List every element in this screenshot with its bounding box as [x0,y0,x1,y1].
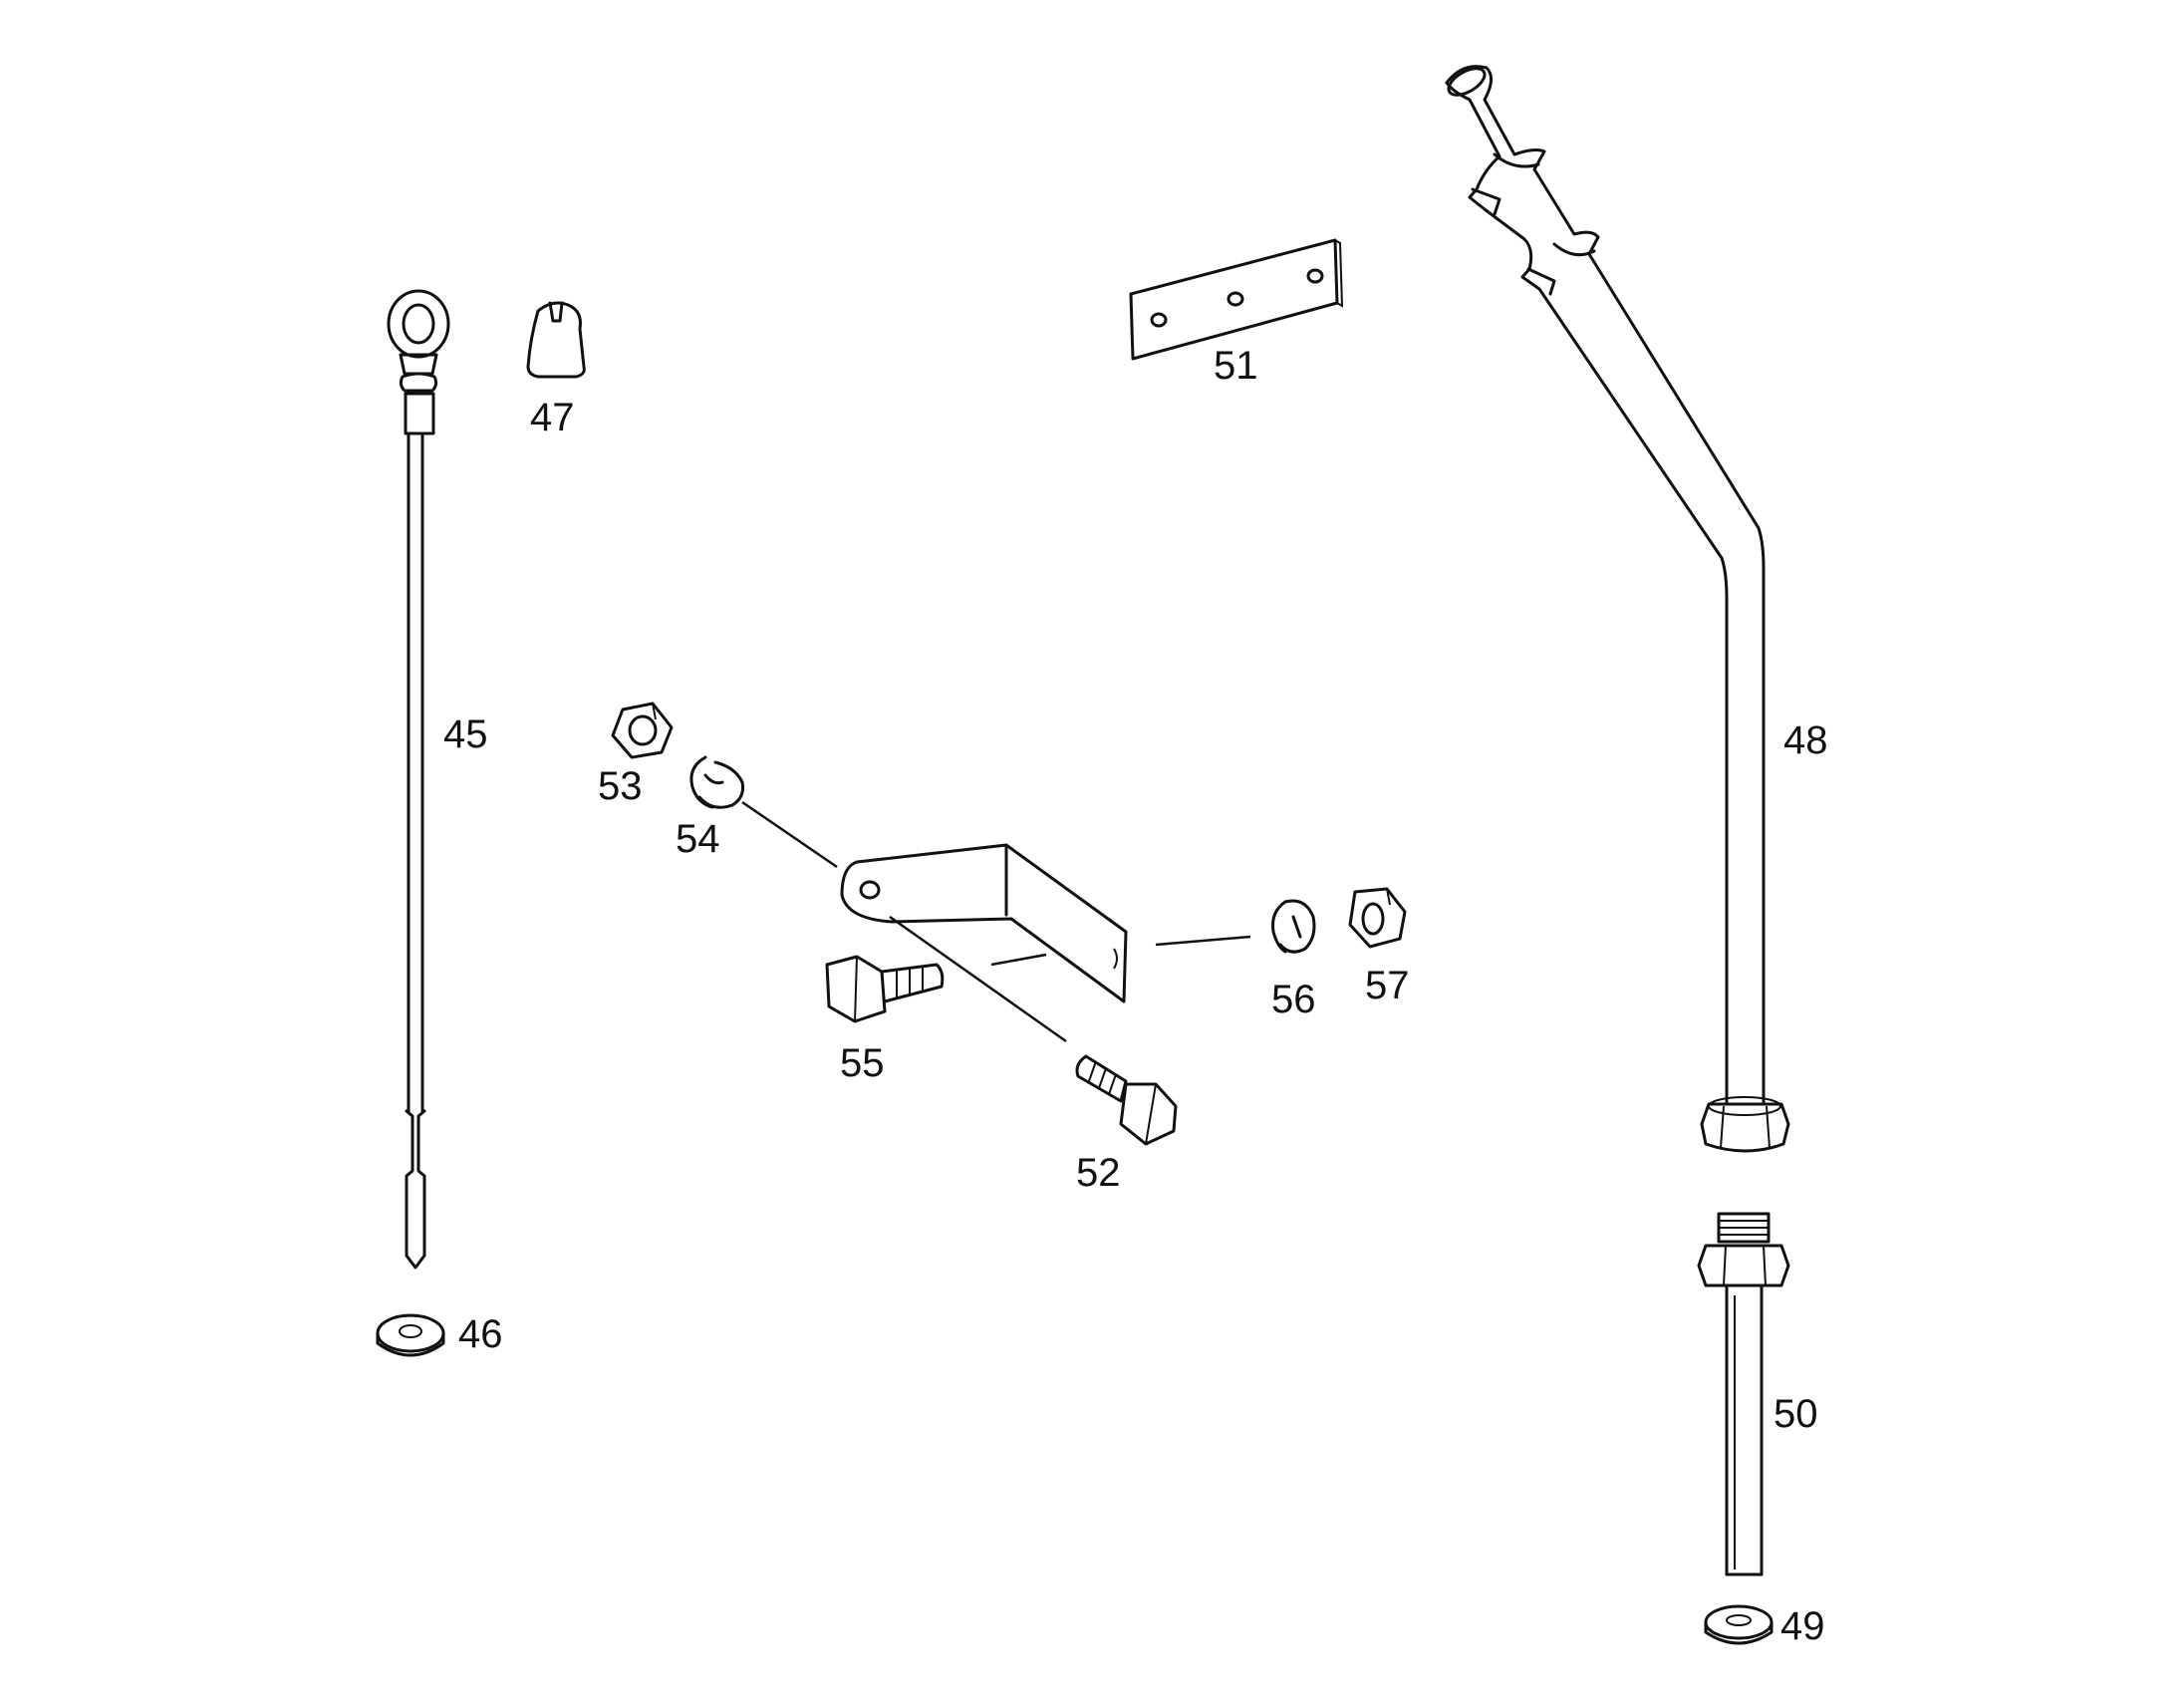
part-52-bolt [1075,1054,1178,1146]
label-56: 56 [1271,978,1316,1021]
part-55-bolt [825,955,945,1023]
label-49: 49 [1780,1604,1825,1648]
part-57-nut [1348,887,1407,949]
leader-lines [741,800,1251,1043]
label-54: 54 [676,817,720,861]
label-57: 57 [1365,964,1410,1007]
label-47: 47 [530,396,575,439]
part-53-nut [611,702,674,759]
label-48: 48 [1783,718,1828,762]
bracket [840,843,1128,1003]
part-51-plate [1129,238,1344,361]
label-51: 51 [1214,344,1258,388]
label-55: 55 [840,1041,885,1085]
part-46-washer [376,1313,445,1357]
part-49-washer [1704,1604,1774,1645]
label-52: 52 [1076,1151,1121,1195]
part-50-threaded-tube [1697,1212,1790,1576]
label-45: 45 [443,712,488,756]
part-48-guide-tube [1445,65,1790,1153]
part-54-lock-washer [689,755,744,809]
label-53: 53 [598,764,643,808]
label-46: 46 [458,1312,503,1356]
part-47-sleeve [526,301,586,379]
label-50: 50 [1774,1392,1818,1436]
part-45-dipstick [387,289,450,1270]
part-56-lock-washer [1271,899,1316,954]
